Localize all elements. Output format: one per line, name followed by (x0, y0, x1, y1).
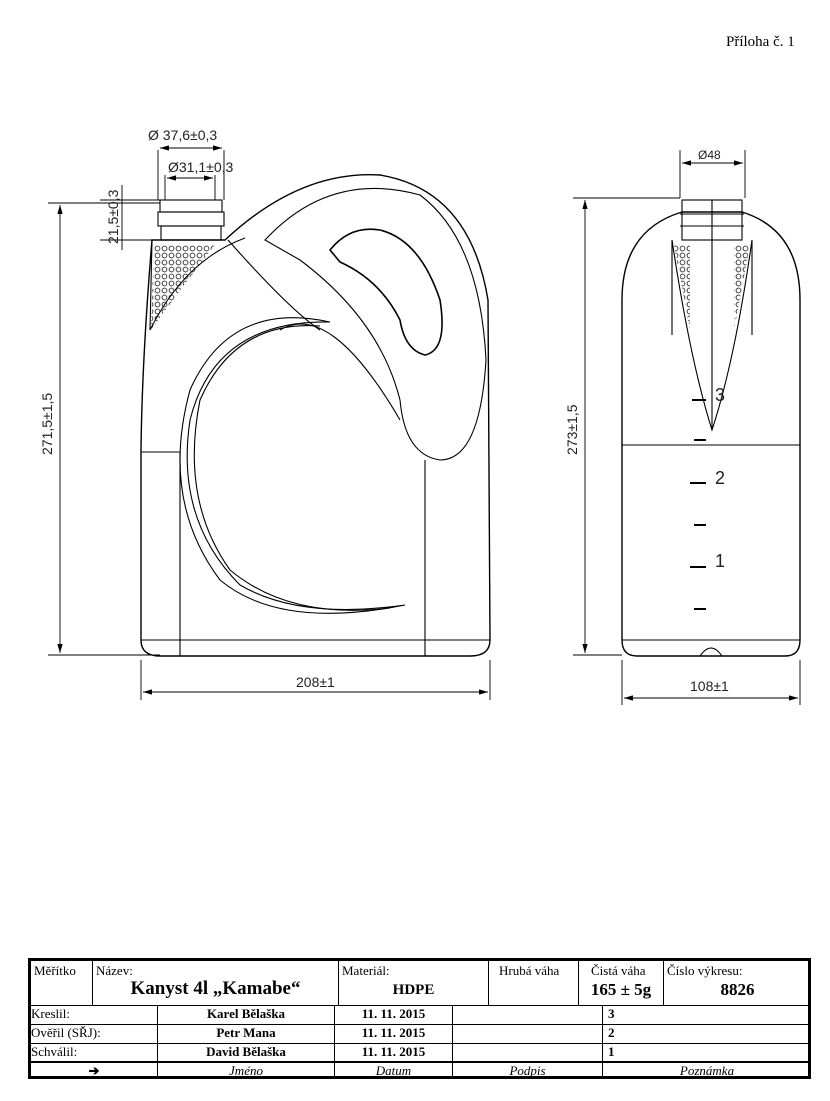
person-name: Karel Bělaška (158, 1006, 335, 1025)
volume-scale (690, 399, 706, 610)
dim-side-neck: Ø48 (698, 148, 721, 162)
scale-mark-2: 2 (715, 468, 725, 488)
annex-label: Příloha č. 1 (726, 34, 795, 50)
dim-front-height: 271,5±1,5 (39, 393, 55, 455)
scale-mark-3: 3 (715, 385, 725, 405)
drawing-number: 8826 (720, 980, 755, 999)
drawing-number-cell: Číslo výkresu: 8826 (664, 961, 811, 1006)
title-block: Měřítko Název: Kanyst 4l „Kamabe“ Materi… (28, 958, 811, 1079)
date-cell: 11. 11. 2015 (335, 1006, 453, 1025)
name-label: Název: (96, 963, 133, 978)
note-cell: 1 (603, 1044, 811, 1062)
gross-weight-label: Hrubá váha (499, 963, 560, 978)
dim-side-width: 108±1 (690, 678, 729, 694)
net-weight-label: Čistá váha (591, 963, 646, 978)
footer-signature: Podpis (453, 1063, 603, 1079)
technical-drawing: Ø 37,6±0,3 Ø31,1±0,3 21,5±0,3 271,5±1,5 … (39, 127, 801, 705)
dim-outer-neck: Ø 37,6±0,3 (148, 127, 217, 143)
net-weight-value: 165 ± 5g (590, 980, 652, 999)
material-value: HDPE (392, 982, 435, 998)
date-cell: 11. 11. 2015 (335, 1025, 453, 1044)
product-name: Kanyst 4l „Kamabe“ (130, 978, 301, 999)
dim-front-width: 208±1 (296, 674, 335, 690)
role-cell: Kreslil: (31, 1006, 158, 1025)
note-cell: 2 (603, 1025, 811, 1044)
signature-cell (453, 1025, 603, 1044)
signature-cell (453, 1006, 603, 1025)
material-cell: Materiál: HDPE (339, 961, 489, 1006)
footer-date: Datum (335, 1063, 453, 1079)
front-dimensions (48, 145, 491, 700)
person-name: Petr Mana (158, 1025, 335, 1044)
person-name: David Bělaška (158, 1044, 335, 1062)
front-view (140, 173, 491, 657)
footer-name: Jméno (158, 1063, 335, 1079)
dim-side-height: 273±1,5 (564, 404, 580, 455)
side-dimensions (573, 150, 801, 705)
scale-mark-1: 1 (715, 551, 725, 571)
name-cell: Název: Kanyst 4l „Kamabe“ (93, 961, 339, 1006)
role-cell: Schválil: (31, 1044, 158, 1062)
dim-neck-height: 21,5±0,3 (105, 189, 121, 244)
gross-weight-cell: Hrubá váha (489, 961, 579, 1006)
net-weight-cell: Čistá váha 165 ± 5g (579, 961, 664, 1006)
side-view (621, 199, 801, 657)
note-cell: 3 (603, 1006, 811, 1025)
dim-inner-neck: Ø31,1±0,3 (168, 159, 233, 175)
date-cell: 11. 11. 2015 (335, 1044, 453, 1062)
arrow-icon: ➔ (31, 1063, 158, 1079)
role-cell: Ověřil (SŘJ): (31, 1025, 158, 1044)
signature-cell (453, 1044, 603, 1062)
scale-label: Měřítko (34, 963, 76, 978)
material-label: Materiál: (342, 963, 390, 978)
scale-cell: Měřítko (31, 961, 93, 1006)
footer-row (31, 1061, 811, 1063)
footer-note: Poznámka (679, 1063, 735, 1078)
drawing-number-label: Číslo výkresu: (667, 963, 743, 978)
